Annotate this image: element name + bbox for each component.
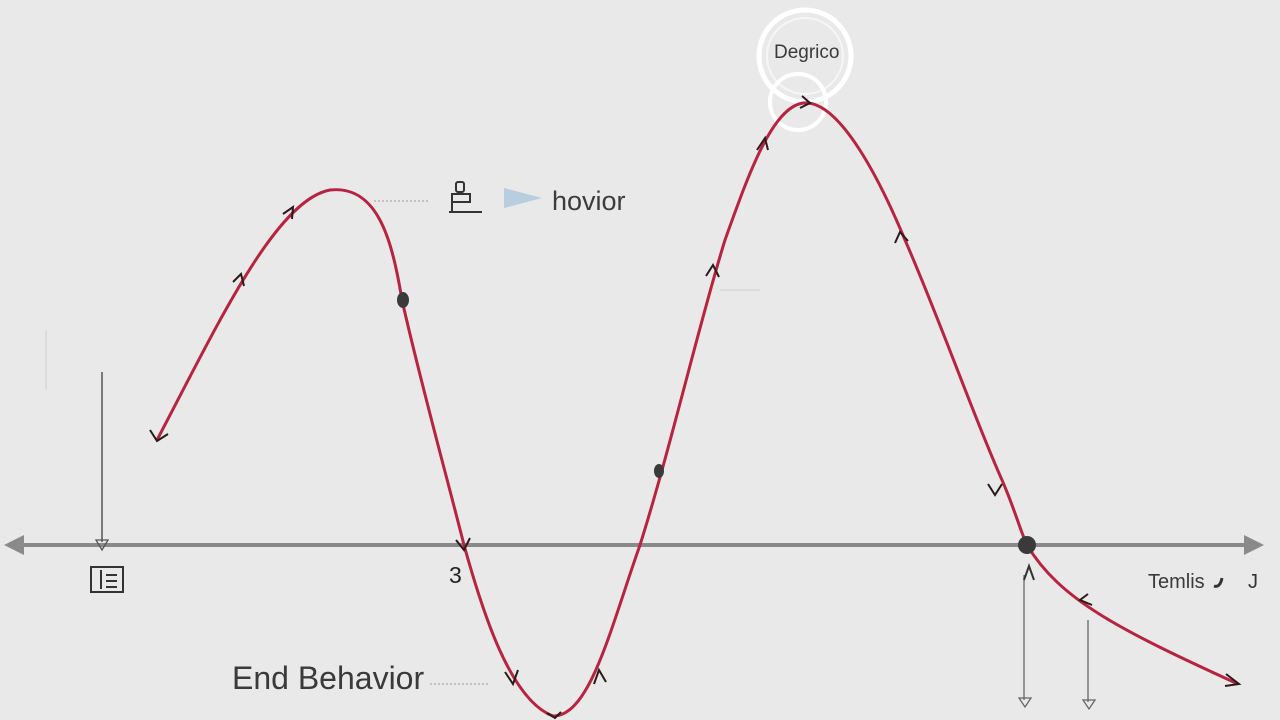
stamp-icon bbox=[449, 181, 482, 213]
arrowhead bbox=[282, 204, 295, 220]
arrowhead bbox=[504, 669, 519, 687]
arrowhead bbox=[593, 667, 607, 685]
document-icon bbox=[90, 566, 124, 593]
arrowhead bbox=[756, 135, 769, 151]
terminal-suffix-label: J bbox=[1248, 571, 1258, 593]
degree-label: Degrico bbox=[774, 42, 840, 63]
arrowhead bbox=[1078, 593, 1093, 606]
arrowhead bbox=[705, 262, 720, 278]
degree-callout bbox=[756, 7, 854, 132]
direction-arrows bbox=[149, 95, 1242, 720]
root-value-label: 3 bbox=[449, 562, 462, 588]
end-behavior-label: End Behavior bbox=[232, 660, 425, 696]
terminal-mark bbox=[1213, 577, 1224, 588]
arrowhead bbox=[799, 95, 812, 109]
flag-icon bbox=[504, 188, 542, 208]
inflection-point bbox=[397, 292, 409, 308]
arrowhead bbox=[232, 272, 245, 287]
root-point bbox=[1018, 536, 1036, 554]
axis-left-arrow bbox=[4, 535, 24, 555]
arrowhead bbox=[987, 483, 1003, 497]
behavior-label: hovior bbox=[552, 186, 626, 216]
terminal-label: Temlis bbox=[1148, 571, 1205, 593]
arrowhead bbox=[546, 711, 562, 720]
arrowhead bbox=[894, 230, 909, 244]
x-axis bbox=[4, 535, 1264, 555]
arrowhead bbox=[149, 429, 169, 443]
axis-right-arrow bbox=[1244, 535, 1264, 555]
left-marker bbox=[45, 330, 110, 552]
right-markers bbox=[1017, 563, 1097, 711]
key-points bbox=[397, 292, 1036, 554]
polynomial-curve bbox=[155, 101, 1239, 718]
arrowhead bbox=[455, 537, 471, 552]
inflection-point bbox=[654, 464, 664, 478]
arrowhead bbox=[1224, 673, 1242, 687]
